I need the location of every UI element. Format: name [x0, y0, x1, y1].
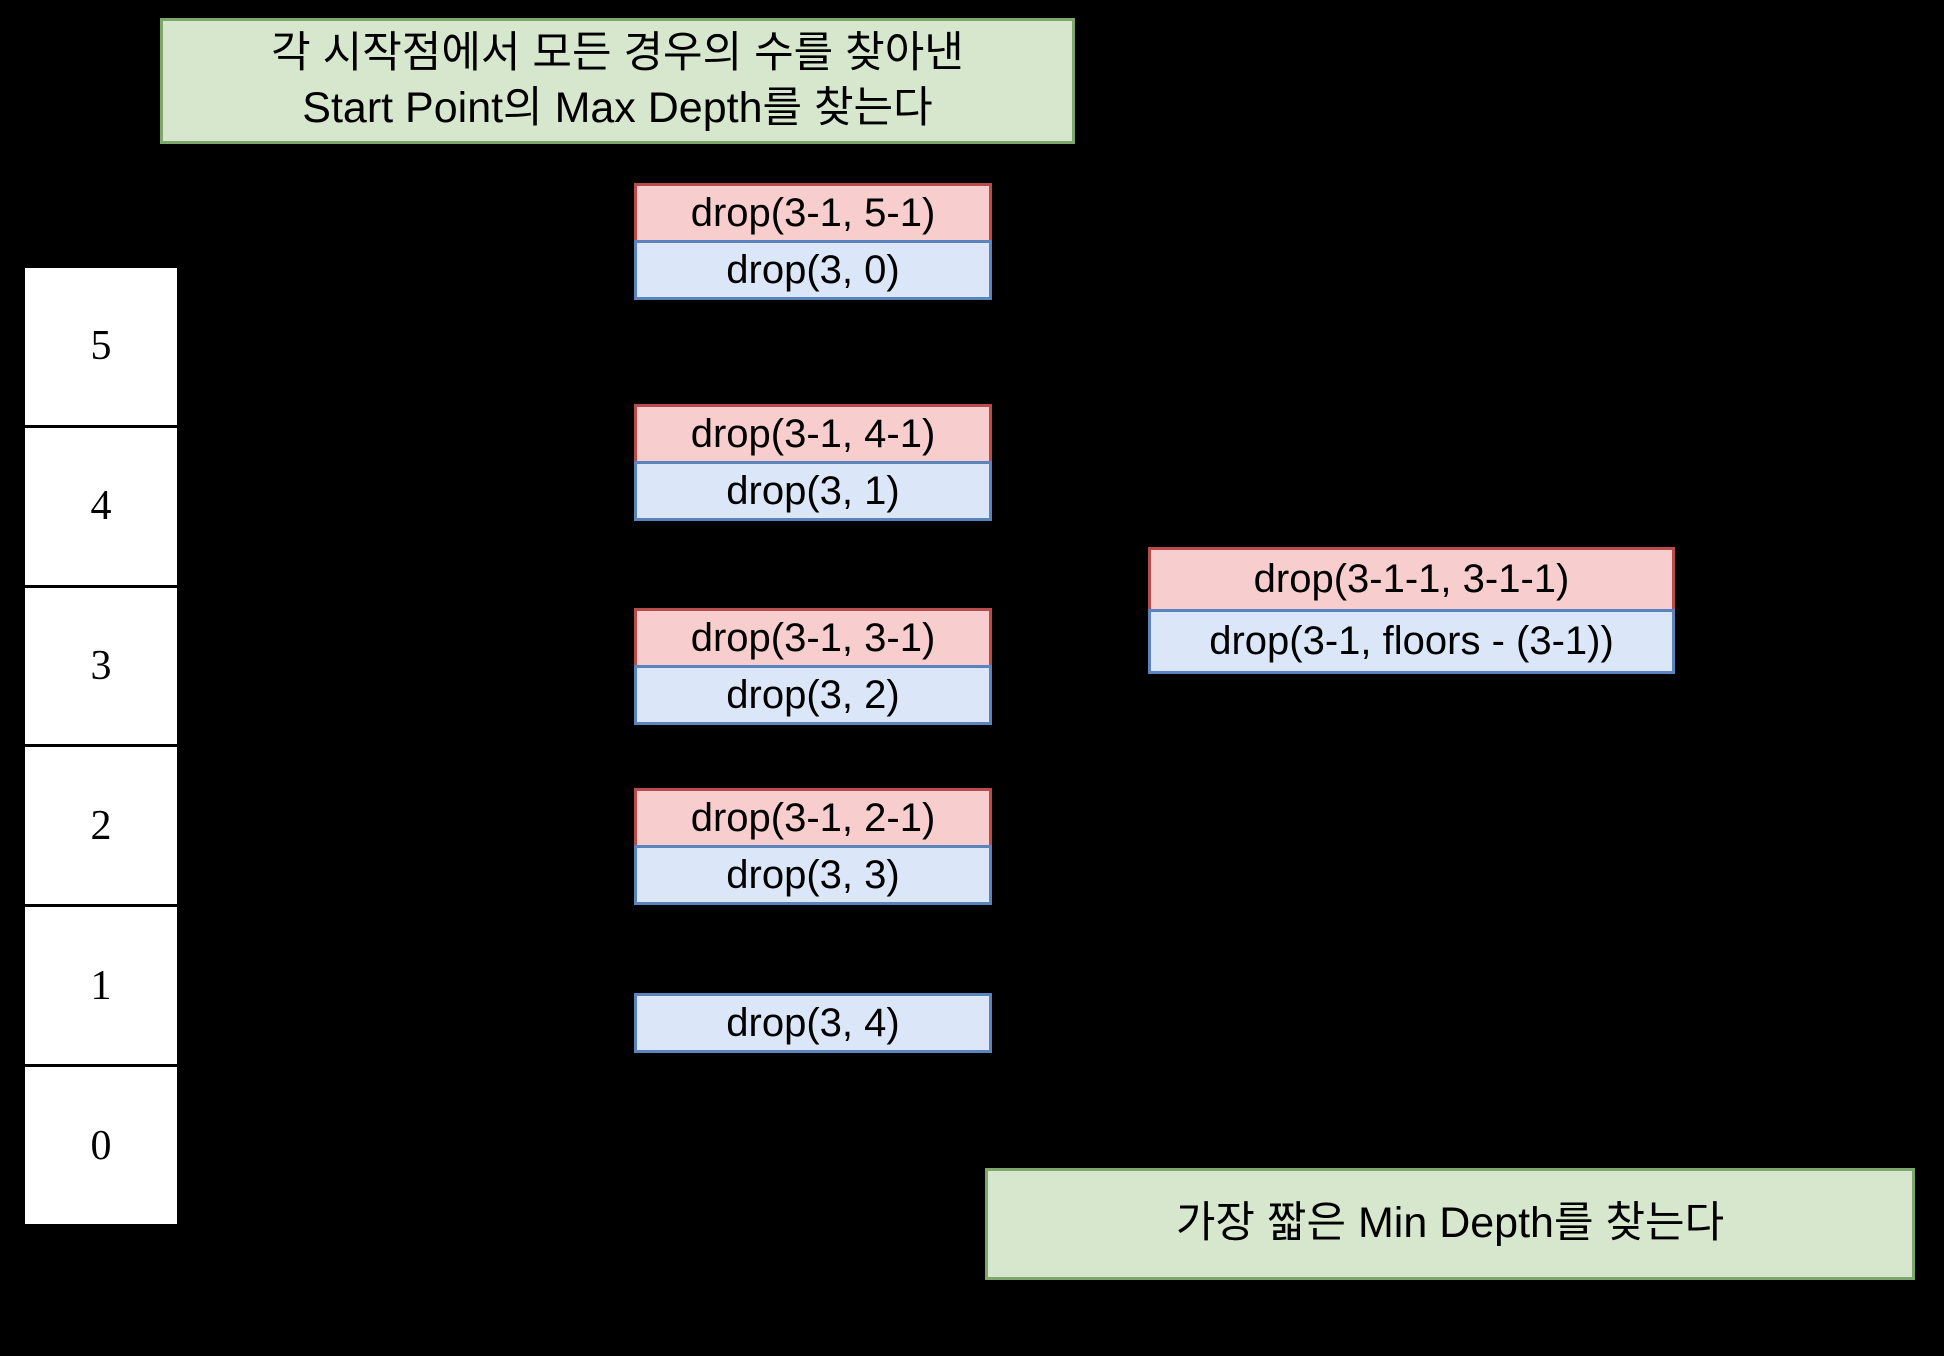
floor-ladder: 5 4 3 2 1 0: [22, 265, 180, 1227]
call-group-0: drop(3-1, 5-1) drop(3, 0): [634, 183, 992, 300]
bottom-note-line-1: 가장 짧은 Min Depth를 찾는다: [1175, 1199, 1725, 1248]
right-call-box-red-0: drop(3-1-1, 3-1-1): [1148, 547, 1675, 612]
call-box-blue-4: drop(3, 4): [634, 993, 992, 1053]
top-note-box: 각 시작점에서 모든 경우의 수를 찾아낸 Start Point의 Max D…: [160, 18, 1075, 144]
floor-cell-1: 1: [22, 904, 180, 1068]
top-note-line-2: Start Point의 Max Depth를 찾는다: [302, 84, 933, 132]
floor-cell-2: 2: [22, 744, 180, 908]
floor-cell-5: 5: [22, 265, 180, 428]
call-group-3: drop(3-1, 2-1) drop(3, 3): [634, 788, 992, 905]
call-box-red-2: drop(3-1, 3-1): [634, 608, 992, 668]
call-box-blue-2: drop(3, 2): [634, 665, 992, 725]
call-group-1: drop(3-1, 4-1) drop(3, 1): [634, 404, 992, 521]
right-call-group-0: drop(3-1-1, 3-1-1) drop(3-1, floors - (3…: [1148, 547, 1675, 674]
call-box-blue-3: drop(3, 3): [634, 845, 992, 905]
call-box-red-1: drop(3-1, 4-1): [634, 404, 992, 464]
call-box-blue-1: drop(3, 1): [634, 461, 992, 521]
bottom-note-box: 가장 짧은 Min Depth를 찾는다: [985, 1168, 1915, 1280]
top-note-line-1: 각 시작점에서 모든 경우의 수를 찾아낸: [271, 28, 964, 77]
call-box-red-3: drop(3-1, 2-1): [634, 788, 992, 848]
call-box-red-0: drop(3-1, 5-1): [634, 183, 992, 243]
right-call-box-blue-0: drop(3-1, floors - (3-1)): [1148, 609, 1675, 674]
call-box-blue-0: drop(3, 0): [634, 240, 992, 300]
floor-cell-4: 4: [22, 424, 180, 588]
call-group-4: drop(3, 4): [634, 993, 992, 1053]
floor-cell-0: 0: [22, 1064, 180, 1227]
call-group-2: drop(3-1, 3-1) drop(3, 2): [634, 608, 992, 725]
floor-cell-3: 3: [22, 584, 180, 748]
